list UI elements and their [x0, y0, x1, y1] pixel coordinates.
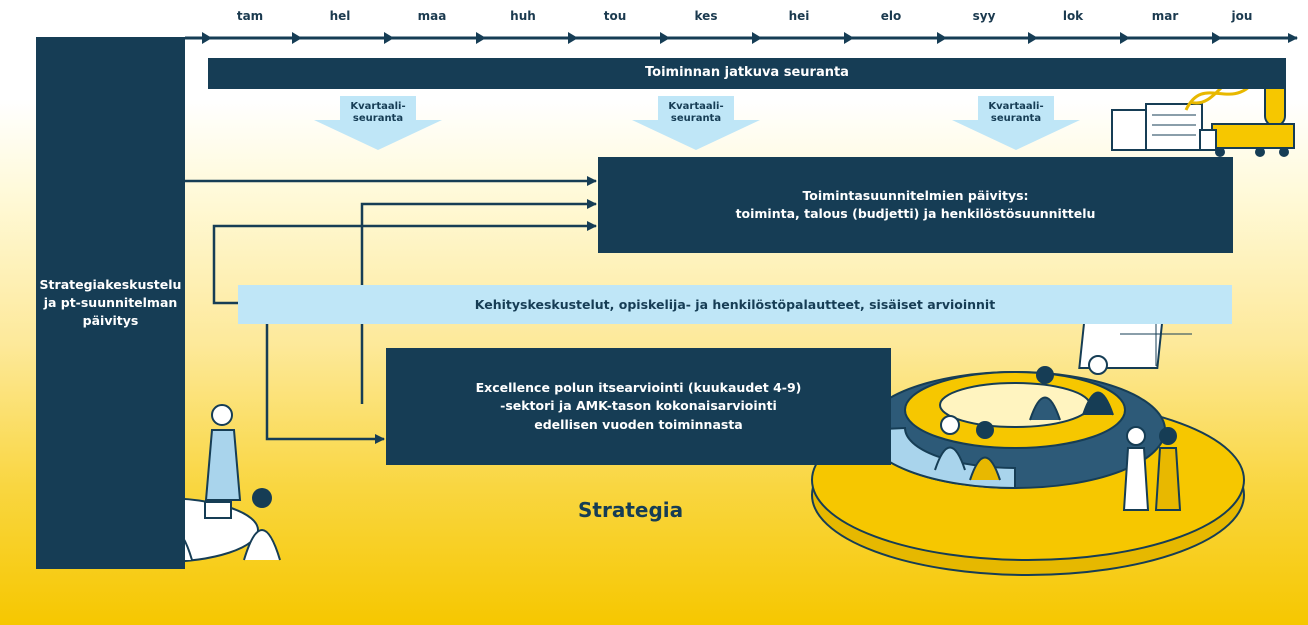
- development-discussions-label: Kehityskeskustelut, opiskelija- ja henki…: [474, 297, 996, 312]
- arrow-excellence-to-plans: [360, 199, 597, 404]
- quarterly-monitoring-label: Kvartaali- seuranta: [668, 101, 724, 124]
- continuous-monitoring-bar: Toiminnan jatkuva seuranta: [208, 58, 1286, 89]
- quarterly-monitoring-label: Kvartaali- seuranta: [350, 101, 406, 124]
- excellence-assessment-label: Excellence polun itsearviointi (kuukaude…: [475, 380, 802, 432]
- month-label-tou: tou: [603, 9, 627, 23]
- month-label-mar: mar: [1151, 9, 1179, 23]
- quarterly-monitoring-arrow-3: Kvartaali- seuranta: [952, 96, 1080, 150]
- quarterly-monitoring-arrow-2: Kvartaali- seuranta: [632, 96, 760, 150]
- month-label-elo: elo: [880, 9, 902, 23]
- quarterly-monitoring-label: Kvartaali- seuranta: [988, 101, 1044, 124]
- timeline-tick-arrow: [292, 32, 302, 44]
- arrow-development-to-excellence: [265, 324, 385, 444]
- development-discussions-bar: Kehityskeskustelut, opiskelija- ja henki…: [238, 285, 1232, 324]
- timeline-tick-arrow: [937, 32, 947, 44]
- timeline-tick-arrow: [660, 32, 670, 44]
- month-label-syy: syy: [972, 9, 996, 23]
- month-label-hel: hel: [329, 9, 351, 23]
- timeline-tick-arrow: [1028, 32, 1038, 44]
- timeline-tick-arrow: [202, 32, 212, 44]
- timeline-tick-arrow: [1120, 32, 1130, 44]
- month-label-lok: lok: [1062, 9, 1084, 23]
- excellence-assessment-box: Excellence polun itsearviointi (kuukaude…: [386, 348, 891, 465]
- timeline-axis: [185, 32, 1298, 44]
- month-label-huh: huh: [510, 9, 536, 23]
- action-plan-update-label: Toimintasuunnitelmien päivitys: toiminta…: [735, 187, 1096, 221]
- strategy-discussion-label: Strategiakeskustelu ja pt-suunnitelman p…: [39, 276, 182, 329]
- timeline-tick-arrow: [568, 32, 578, 44]
- month-label-hei: hei: [788, 9, 810, 23]
- timeline-tick-arrow: [384, 32, 394, 44]
- industry-illustration: [1111, 60, 1295, 157]
- arrow-development-to-plans: [212, 221, 597, 305]
- timeline-tick-arrow: [844, 32, 854, 44]
- action-plan-update-box: Toimintasuunnitelmien päivitys: toiminta…: [598, 157, 1233, 253]
- down-arrow-icon: [632, 96, 760, 150]
- down-arrow-icon: [314, 96, 442, 150]
- strategy-circle-illustration: [811, 299, 1245, 576]
- strategy-discussion-column: Strategiakeskustelu ja pt-suunnitelman p…: [36, 37, 185, 569]
- month-label-jou: jou: [1231, 9, 1253, 23]
- down-arrow-icon: [952, 96, 1080, 150]
- continuous-monitoring-label: Toiminnan jatkuva seuranta: [645, 65, 849, 81]
- month-label-kes: kes: [694, 9, 718, 23]
- timeline-tick-arrow: [752, 32, 762, 44]
- strategy-title: Strategia: [578, 498, 684, 522]
- timeline-tick-arrow: [476, 32, 486, 44]
- timeline-tick-arrow: [1212, 32, 1222, 44]
- quarterly-monitoring-arrow-1: Kvartaali- seuranta: [314, 96, 442, 150]
- month-label-maa: maa: [417, 9, 447, 23]
- month-label-tam: tam: [236, 9, 264, 23]
